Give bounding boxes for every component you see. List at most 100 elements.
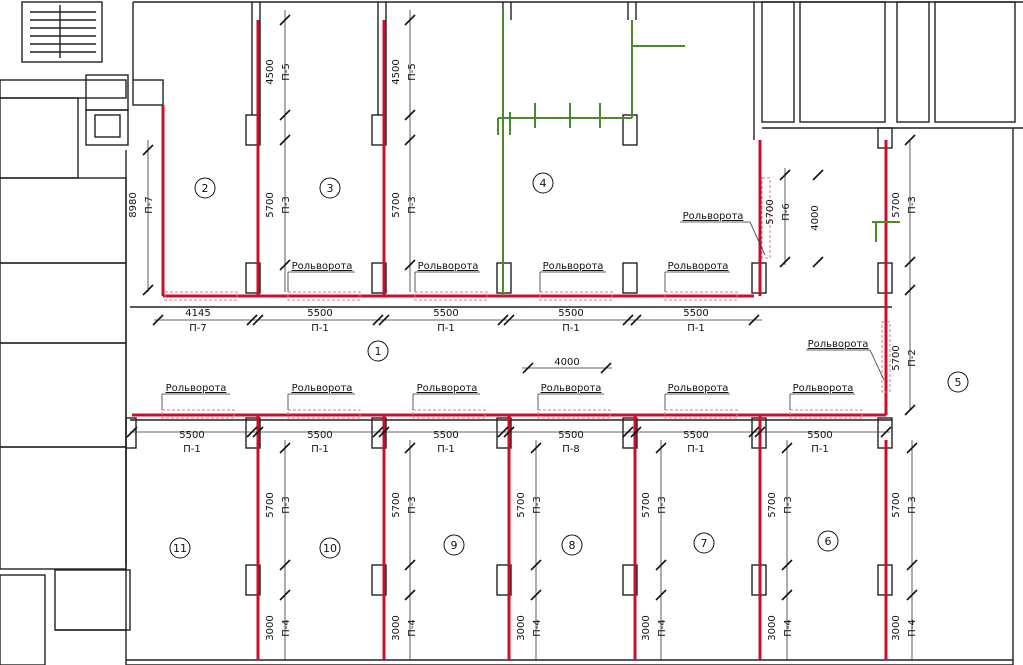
gate-label: Рольворота — [668, 383, 729, 394]
room-2-marker: 2 — [194, 177, 216, 199]
partition-mark: П-4 — [657, 619, 668, 637]
tick-mark — [655, 589, 667, 601]
tick-mark — [404, 14, 416, 26]
dimension-value: 5700 — [516, 492, 527, 517]
room-number: 10 — [323, 542, 337, 555]
room-number: 9 — [451, 539, 458, 552]
tick-mark — [748, 314, 760, 326]
green-partitions — [497, 5, 900, 296]
tick-mark — [142, 144, 154, 156]
gate-label: Рольворота — [683, 211, 744, 222]
room-number: 5 — [955, 376, 962, 389]
partition-mark: П-2 — [907, 349, 918, 367]
room-number: 1 — [375, 345, 382, 358]
tick-mark — [600, 362, 612, 374]
dimension-value: 4500 — [391, 59, 402, 84]
room-circle — [532, 172, 554, 194]
partition-mark: П-3 — [281, 196, 292, 214]
tick-mark — [252, 314, 264, 326]
tick-mark — [630, 314, 642, 326]
tick-mark — [279, 134, 291, 146]
room-circle — [169, 537, 191, 559]
tick-mark — [497, 426, 509, 438]
tick-mark — [530, 559, 542, 571]
partition-mark: П-1 — [687, 323, 705, 334]
partition-mark: П-3 — [783, 496, 794, 514]
room-circle — [693, 532, 715, 554]
tick-mark — [779, 256, 791, 268]
tick-mark — [781, 442, 793, 454]
room-8-marker: 8 — [561, 534, 583, 556]
tick-mark — [279, 559, 291, 571]
dimension-value: 5700 — [391, 192, 402, 217]
partition-mark: П-3 — [281, 496, 292, 514]
room-number: 8 — [569, 539, 576, 552]
gate-label: Рольворота — [417, 383, 478, 394]
tick-mark — [404, 589, 416, 601]
dimension-value: 5700 — [265, 192, 276, 217]
tick-mark — [530, 442, 542, 454]
dimension-value: 3000 — [767, 615, 778, 640]
dimension-value: 5700 — [641, 492, 652, 517]
tick-mark — [252, 426, 264, 438]
tick-mark — [142, 284, 154, 296]
gate-label: Рольворота — [793, 383, 854, 394]
dimension-value: 5500 — [558, 430, 583, 441]
tick-mark — [279, 109, 291, 121]
tick-mark — [781, 559, 793, 571]
dimension-value: 5500 — [433, 430, 458, 441]
gate-label: Рольворота — [543, 261, 604, 272]
room-5-marker: 5 — [947, 371, 969, 393]
tick-mark — [152, 314, 164, 326]
gate-label: Рольворота — [418, 261, 479, 272]
partition-mark: П-3 — [907, 196, 918, 214]
partition-mark: П-1 — [437, 444, 455, 455]
tick-mark — [404, 134, 416, 146]
partition-mark: П-1 — [311, 444, 329, 455]
tick-mark — [404, 259, 416, 271]
dimension-value: 5700 — [765, 199, 776, 224]
dimension-value: 5500 — [433, 308, 458, 319]
room-number: 3 — [327, 182, 334, 195]
room-circle — [817, 530, 839, 552]
dimension-value: 5500 — [683, 308, 708, 319]
tick-mark — [279, 442, 291, 454]
dimension-ticks — [126, 14, 918, 601]
tick-mark — [781, 589, 793, 601]
dimension-value: 4145 — [185, 308, 210, 319]
gate-label: Рольворота — [292, 383, 353, 394]
gate-label: Рольворота — [668, 261, 729, 272]
dimension-value: 5700 — [265, 492, 276, 517]
partition-mark: П-3 — [907, 496, 918, 514]
partition-mark: П-4 — [281, 619, 292, 637]
tick-mark — [754, 426, 766, 438]
tick-mark — [279, 589, 291, 601]
tick-mark — [630, 426, 642, 438]
partition-mark: П-6 — [781, 203, 792, 221]
tick-mark — [904, 134, 916, 146]
partition-mark: П-1 — [183, 444, 201, 455]
room-7-marker: 7 — [693, 532, 715, 554]
dimension-value: 5700 — [891, 492, 902, 517]
partition-mark: П-4 — [907, 619, 918, 637]
dimension-value: 5500 — [807, 430, 832, 441]
tick-mark — [404, 442, 416, 454]
dimension-value: 3000 — [516, 615, 527, 640]
tick-mark — [378, 314, 390, 326]
partition-mark: П-7 — [144, 196, 155, 214]
tick-mark — [779, 169, 791, 181]
tick-mark — [655, 442, 667, 454]
room-number: 2 — [202, 182, 209, 195]
dimension-value: 5500 — [179, 430, 204, 441]
partition-mark: П-1 — [437, 323, 455, 334]
room-3-marker: 3 — [319, 177, 341, 199]
room-circle — [319, 537, 341, 559]
tick-mark — [748, 426, 760, 438]
dimension-value: 5700 — [891, 192, 902, 217]
partition-mark: П-7 — [189, 323, 207, 334]
dimension-value: 5700 — [767, 492, 778, 517]
